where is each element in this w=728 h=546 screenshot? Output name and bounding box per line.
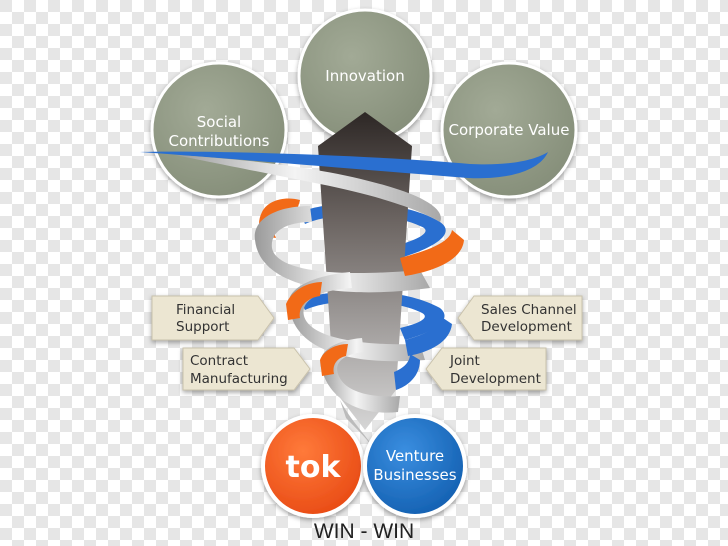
- joint-development-tag: Joint Development: [425, 347, 547, 391]
- innovation-label: Innovation: [325, 67, 404, 85]
- corporate-label: Corporate Value: [449, 121, 570, 139]
- venture-line2: Businesses: [373, 466, 456, 484]
- social-line2: Contributions: [169, 132, 270, 150]
- tok-circle: tok: [261, 414, 365, 518]
- spiral-front: [140, 151, 548, 450]
- sales-channel-tag: Sales Channel Development: [457, 295, 583, 341]
- venture-line1: Venture: [386, 447, 444, 465]
- win-win-label: WIN - WIN: [314, 520, 414, 543]
- joint-line2: Development: [450, 371, 541, 387]
- sales-line2: Development: [481, 319, 572, 335]
- contract-manufacturing-tag: Contract Manufacturing: [182, 347, 311, 391]
- joint-line1: Joint: [449, 353, 480, 369]
- financial-line1: Financial: [176, 302, 235, 318]
- venture-businesses-circle: Venture Businesses: [363, 414, 467, 518]
- sales-line1: Sales Channel: [481, 302, 577, 318]
- spiral-back: [300, 203, 446, 340]
- contract-line1: Contract: [190, 353, 248, 369]
- social-contributions-circle: Social Contributions: [150, 61, 288, 199]
- financial-line2: Support: [176, 319, 229, 335]
- tok-logo: tok: [286, 450, 342, 485]
- financial-support-tag: Financial Support: [151, 295, 275, 341]
- contract-line2: Manufacturing: [190, 371, 288, 387]
- corporate-value-circle: Corporate Value: [440, 61, 578, 199]
- social-line1: Social: [197, 113, 241, 131]
